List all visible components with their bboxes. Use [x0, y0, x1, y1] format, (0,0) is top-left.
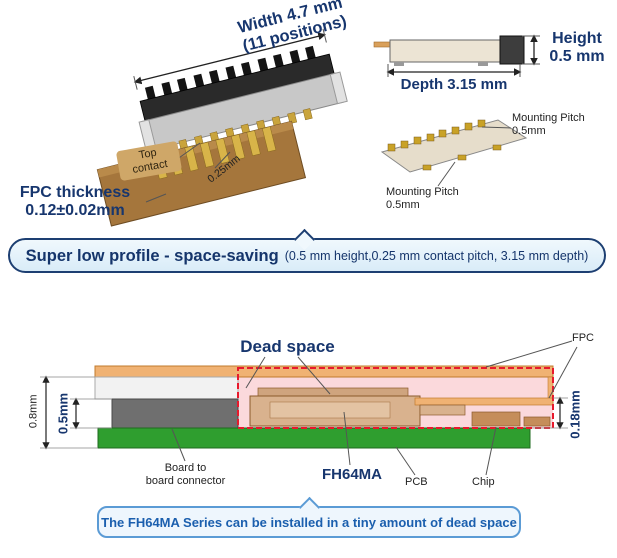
dim-0-5mm-label: 0.5mm [55, 392, 71, 435]
dead-space-label: Dead space [240, 337, 335, 356]
fpc-thickness-label: FPC thickness 0.12±0.02mm [19, 184, 131, 220]
board-to-board-label: Board to board connector [145, 462, 226, 487]
height-dimension-label: Height 0.5 mm [549, 30, 605, 66]
mounting-pitch-label-top: Mounting Pitch 0.5mm [512, 112, 585, 137]
summary-banner: The FH64MA Series can be installed in a … [97, 496, 521, 538]
cross-section-dimensions [40, 375, 568, 450]
mounting-pitch-label-bottom: Mounting Pitch 0.5mm [386, 186, 459, 211]
side-view-illustration [373, 34, 540, 77]
summary-banner-text: The FH64MA Series can be installed in a … [101, 514, 517, 530]
feature-banner: Super low profile - space-saving (0.5 mm… [8, 228, 606, 273]
dim-0-18mm-label: 0.18mm [567, 390, 583, 439]
banner-subtitle: (0.5 mm height,0.25 mm contact pitch, 3.… [284, 249, 589, 263]
cross-section-illustration [94, 365, 554, 449]
banner-title: Super low profile - space-saving [25, 246, 279, 265]
bottom-view-illustration [380, 119, 528, 187]
cross-section-leaders [171, 340, 578, 476]
product-name-label: FH64MA [321, 466, 382, 483]
chip-label: Chip [472, 476, 495, 488]
depth-dimension-label: Depth 3.15 mm [400, 76, 508, 93]
main-view-leaders [145, 142, 231, 203]
dim-0-8mm-label: 0.8mm [27, 394, 40, 429]
pcb-label: PCB [405, 476, 428, 488]
fpc-label: FPC [572, 332, 594, 344]
